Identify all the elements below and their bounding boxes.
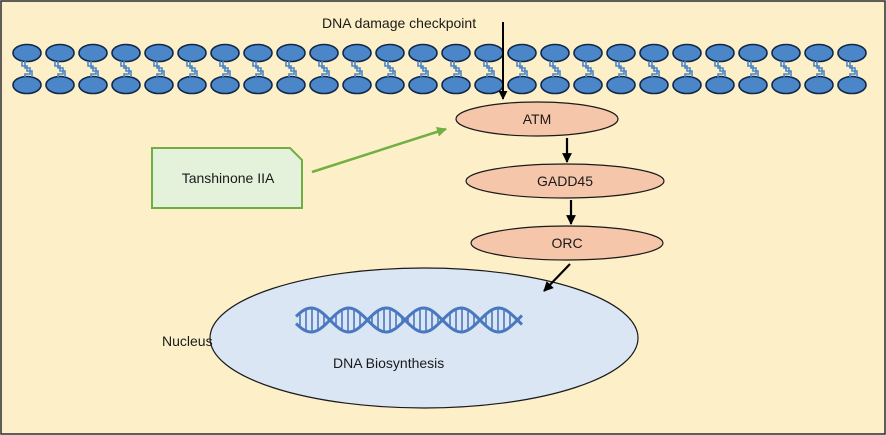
lipid-pair — [177, 43, 207, 95]
orc-to-nucleus-arrow — [543, 263, 571, 292]
lipid-pair — [738, 43, 768, 95]
lipid-pair — [771, 43, 801, 95]
lipid-pair — [309, 43, 339, 95]
atm-node — [455, 101, 619, 137]
cell-membrane — [12, 43, 867, 95]
lipid-pair — [639, 43, 669, 95]
orc-node — [470, 225, 664, 261]
lipid-pair — [705, 43, 735, 95]
lipid-pair — [441, 43, 471, 95]
gadd45-node — [465, 163, 665, 199]
dna-double-helix-icon — [294, 306, 524, 334]
lipid-pair — [111, 43, 141, 95]
lipid-pair — [672, 43, 702, 95]
dna-strand — [294, 306, 524, 334]
lipid-pair — [12, 43, 42, 95]
lipid-pair — [606, 43, 636, 95]
lipid-pair — [573, 43, 603, 95]
lipid-pair — [837, 43, 867, 95]
drug-to-atm-arrow — [311, 126, 447, 174]
drug-label: Tanshinone IIA — [181, 170, 275, 186]
lipid-pair — [210, 43, 240, 95]
lipid-pair — [540, 43, 570, 95]
nucleus-label: Nucleus — [162, 333, 213, 349]
lipid-pair — [375, 43, 405, 95]
gadd45-label: GADD45 — [536, 173, 594, 189]
lipid-pair — [408, 43, 438, 95]
nucleus-content-label: DNA Biosynthesis — [333, 355, 445, 371]
atm-label: ATM — [522, 111, 552, 127]
tanshinone-box — [151, 147, 303, 209]
lipid-pair — [243, 43, 273, 95]
lipid-pair — [78, 43, 108, 95]
lipid-pair — [507, 43, 537, 95]
lipid-pair — [804, 43, 834, 95]
nucleus-ellipse — [209, 267, 639, 409]
lipid-pair — [342, 43, 372, 95]
lipid-pair — [276, 43, 306, 95]
orc-label: ORC — [551, 235, 583, 251]
lipid-pair — [144, 43, 174, 95]
checkpoint-label: DNA damage checkpoint — [322, 15, 477, 31]
lipid-pair — [45, 43, 75, 95]
dna-strand — [294, 306, 524, 334]
lipid-pair — [474, 43, 504, 95]
